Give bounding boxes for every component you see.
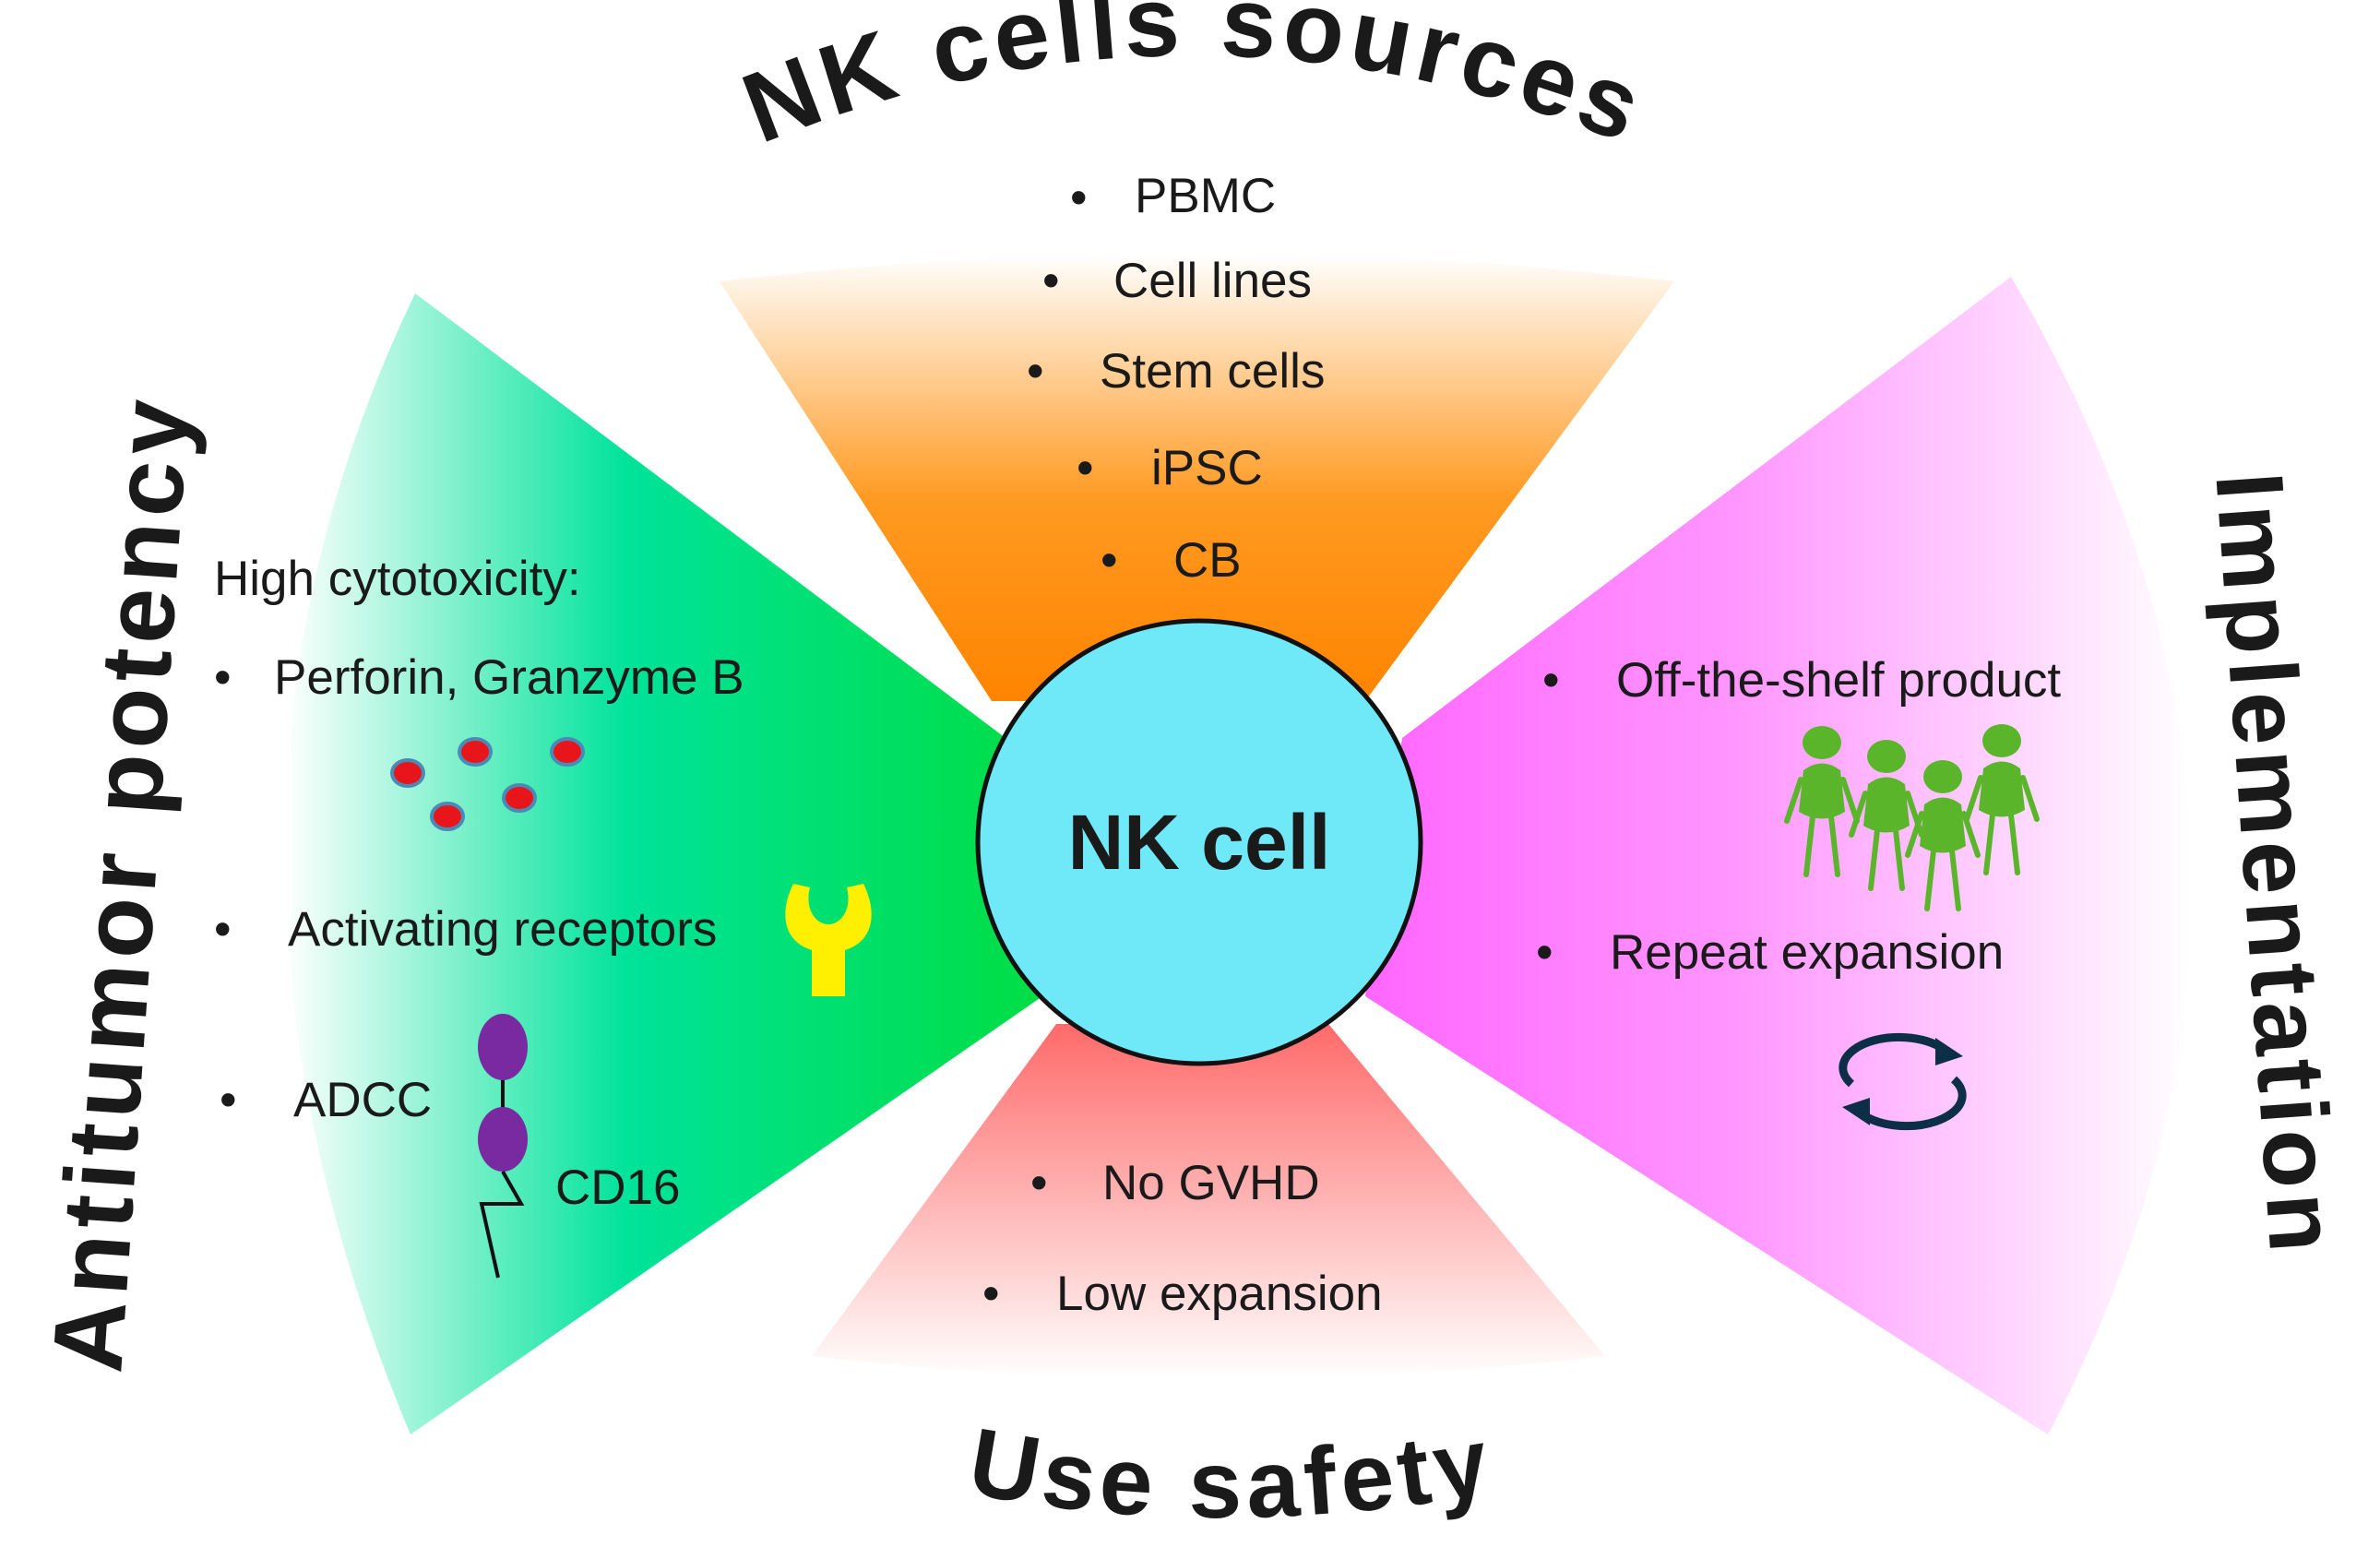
list-item: CB <box>1173 533 1242 588</box>
nk-cell-circle <box>975 618 1423 1066</box>
list-bullet: • <box>1042 254 1060 308</box>
cd16-label: CD16 <box>555 1160 681 1215</box>
list-item: PBMC <box>1135 169 1276 223</box>
list-item: Perforin, Granzyme B <box>274 650 744 705</box>
sources-list: • PBMC • Cell lines • Stem cells • iPSC … <box>1027 169 1325 588</box>
implementation-list: • Off-the-shelf product • Repeat expansi… <box>1536 653 2061 980</box>
cd16-receptor-icon <box>478 1014 528 1279</box>
list-bullet: • <box>1542 653 1560 708</box>
list-item: Stem cells <box>1100 344 1325 399</box>
list-bullet: • <box>1101 533 1118 588</box>
implementation-wedge <box>1365 277 2192 1434</box>
potency-wedge <box>284 293 1042 1434</box>
heading-right: Implementation <box>2195 469 2356 1261</box>
list-bullet: • <box>214 902 232 957</box>
yellow-receptor-icon <box>785 884 872 996</box>
list-item: Activating receptors <box>288 902 717 957</box>
safety-list: • No GVHD • Low expansion <box>982 1156 1383 1321</box>
heading-top: NK cells sources <box>729 0 1661 164</box>
list-item: Off-the-shelf product <box>1616 653 2061 708</box>
list-bullet: • <box>1027 344 1044 399</box>
list-bullet: • <box>220 1073 237 1127</box>
heading-left: Antitumor potency <box>30 390 210 1375</box>
red-granules-icon <box>390 737 585 831</box>
list-bullet: • <box>1536 925 1553 980</box>
safety-wedge <box>812 1024 1605 1379</box>
potency-list: High cytotoxicity: • Perforin, Granzyme … <box>214 552 744 1215</box>
list-item: No GVHD <box>1102 1156 1320 1210</box>
center-label: NK cell <box>1068 799 1331 886</box>
list-bullet: • <box>1070 171 1088 225</box>
list-item: Low expansion <box>1056 1267 1383 1321</box>
heading-bottom: Use safety <box>962 1408 1502 1540</box>
sources-wedge <box>720 254 1674 701</box>
list-item: Cell lines <box>1113 254 1312 308</box>
list-bullet: • <box>1030 1156 1048 1210</box>
potency-subtitle: High cytotoxicity: <box>214 552 581 606</box>
list-item: ADCC <box>293 1073 432 1127</box>
list-bullet: • <box>1077 441 1094 495</box>
list-item: iPSC <box>1151 441 1263 495</box>
list-item: Repeat expansion <box>1610 925 2004 980</box>
cycle-arrows-icon <box>1839 1032 1967 1131</box>
people-group-icon <box>1784 724 2040 911</box>
list-bullet: • <box>214 650 232 705</box>
list-bullet: • <box>982 1267 1000 1321</box>
